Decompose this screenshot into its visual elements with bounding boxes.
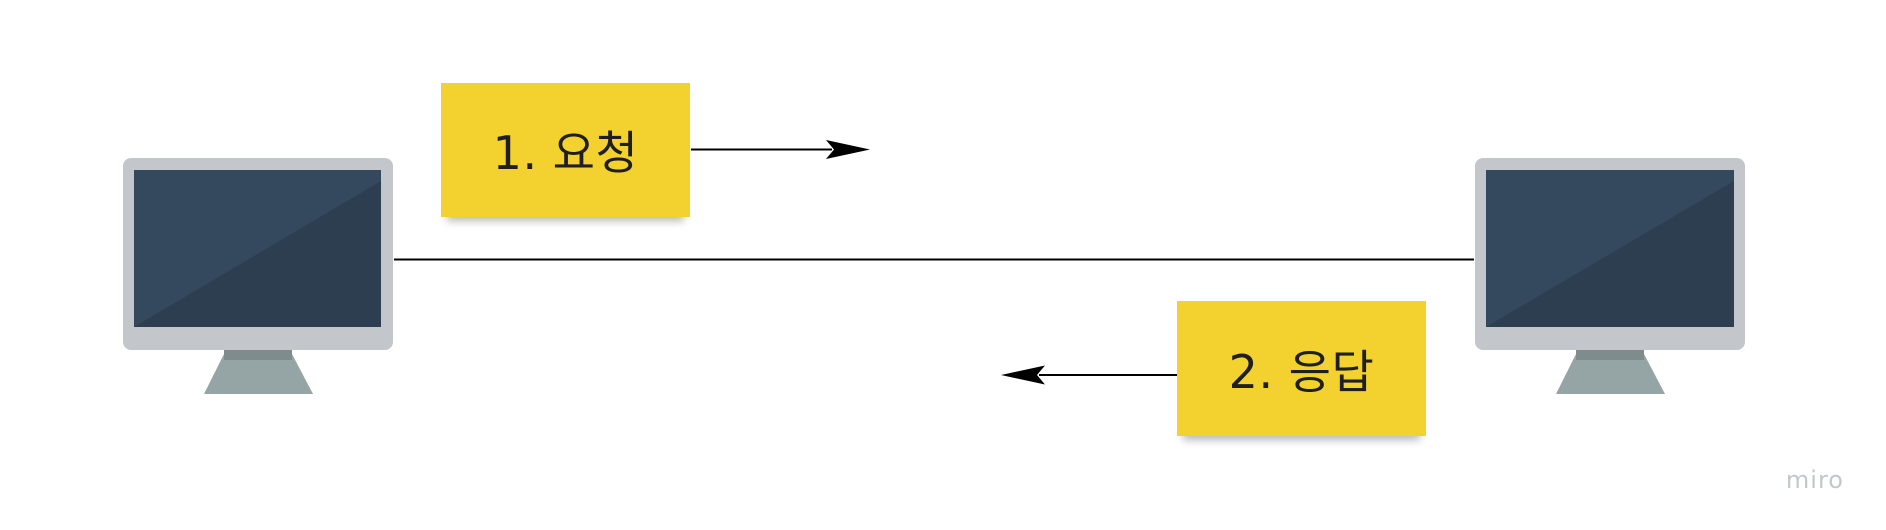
request-sticky-note[interactable]: 1. 요청: [441, 83, 690, 217]
request-arrow: [691, 140, 870, 159]
right-computer-icon: [1475, 158, 1745, 394]
miro-watermark: miro: [1785, 466, 1844, 494]
request-label: 1. 요청: [492, 126, 639, 180]
response-label: 2. 응답: [1228, 344, 1375, 399]
response-sticky-note[interactable]: 2. 응답: [1177, 301, 1426, 436]
response-arrow: [1001, 365, 1178, 385]
left-computer-icon: [123, 158, 393, 394]
